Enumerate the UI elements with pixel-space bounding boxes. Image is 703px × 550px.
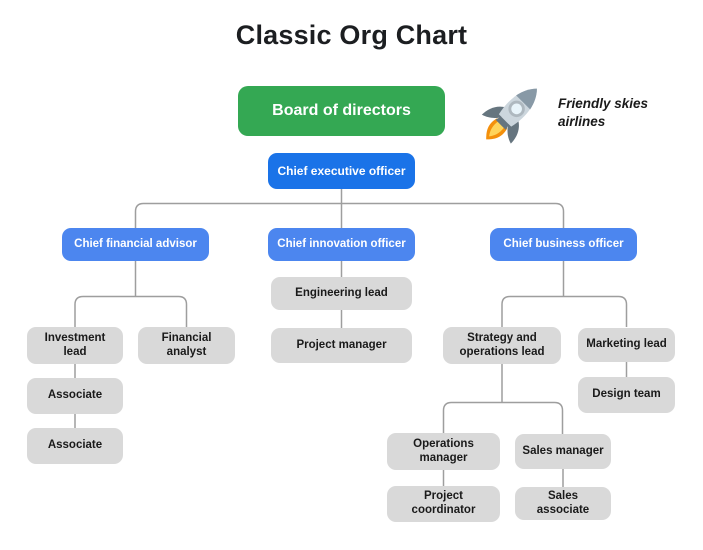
company-logo: Friendly skies airlines bbox=[472, 70, 672, 155]
node-project-coordinator[interactable]: Project coordinator bbox=[387, 486, 500, 522]
node-investment-lead[interactable]: Investment lead bbox=[27, 327, 123, 364]
node-operations-manager[interactable]: Operations manager bbox=[387, 433, 500, 470]
node-financial-analyst[interactable]: Financial analyst bbox=[138, 327, 235, 364]
node-chief-executive-officer[interactable]: Chief executive officer bbox=[268, 153, 415, 189]
node-project-manager[interactable]: Project manager bbox=[271, 328, 412, 363]
node-strategy-ops-lead[interactable]: Strategy and operations lead bbox=[443, 327, 561, 364]
node-design-team[interactable]: Design team bbox=[578, 377, 675, 413]
rocket-icon bbox=[481, 88, 537, 144]
node-sales-manager[interactable]: Sales manager bbox=[515, 434, 611, 469]
node-associate-2[interactable]: Associate bbox=[27, 428, 123, 464]
node-marketing-lead[interactable]: Marketing lead bbox=[578, 328, 675, 362]
node-associate-1[interactable]: Associate bbox=[27, 378, 123, 414]
node-chief-financial-advisor[interactable]: Chief financial advisor bbox=[62, 228, 209, 261]
node-sales-associate[interactable]: Sales associate bbox=[515, 487, 611, 520]
page-title: Classic Org Chart bbox=[235, 20, 468, 50]
node-engineering-lead[interactable]: Engineering lead bbox=[271, 277, 412, 310]
node-chief-innovation-officer[interactable]: Chief innovation officer bbox=[268, 228, 415, 261]
node-chief-business-officer[interactable]: Chief business officer bbox=[490, 228, 637, 261]
company-name: Friendly skies airlines bbox=[558, 95, 649, 129]
node-board-of-directors[interactable]: Board of directors bbox=[238, 86, 445, 136]
